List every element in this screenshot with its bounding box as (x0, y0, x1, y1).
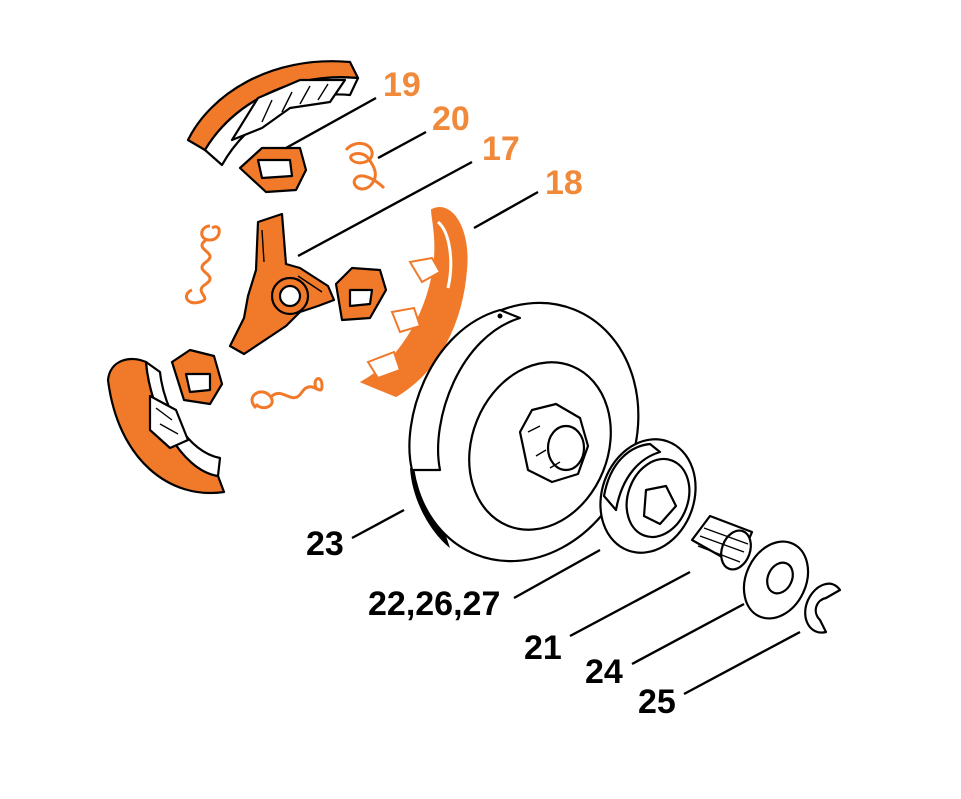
callout-line-22 (513, 548, 601, 600)
shoe-clip-middle (334, 266, 388, 322)
callout-line-24 (631, 602, 745, 666)
callout-line-18 (473, 190, 539, 230)
needle-bearing (690, 514, 754, 571)
callout-line-21 (569, 570, 691, 638)
callout-lines (285, 96, 801, 696)
part-label-22-26-27: 22,26,27 (368, 585, 500, 623)
callout-line-17 (297, 160, 473, 258)
shoe-clip-bottom (170, 348, 224, 406)
part-labels: 19 20 17 18 23 22,26,27 21 24 25 (306, 66, 676, 721)
spring-bottom (250, 377, 324, 410)
part-label-23: 23 (306, 525, 344, 563)
clutch-drum (408, 301, 640, 563)
callout-line-20 (377, 130, 427, 160)
clutch-shoe-right (359, 207, 468, 398)
part-label-17: 17 (482, 130, 520, 168)
callout-line-25 (683, 630, 801, 696)
callout-line-23 (351, 508, 405, 540)
spring-top (344, 142, 386, 191)
part-label-24: 24 (585, 653, 623, 691)
callout-line-19 (285, 96, 377, 150)
clutch-carrier (228, 212, 336, 356)
part-label-18: 18 (545, 164, 583, 202)
rim-sprocket (599, 438, 697, 554)
spring-left (184, 224, 221, 305)
part-label-25: 25 (638, 683, 676, 721)
part-label-20: 20 (432, 100, 470, 138)
clutch-shoe-bottom (106, 357, 226, 495)
e-clip (804, 582, 842, 634)
washer (742, 540, 810, 620)
part-label-21: 21 (524, 629, 562, 667)
clutch-shoe-top (186, 60, 360, 167)
shoe-clip-top (238, 146, 308, 194)
part-label-19: 19 (383, 66, 421, 104)
